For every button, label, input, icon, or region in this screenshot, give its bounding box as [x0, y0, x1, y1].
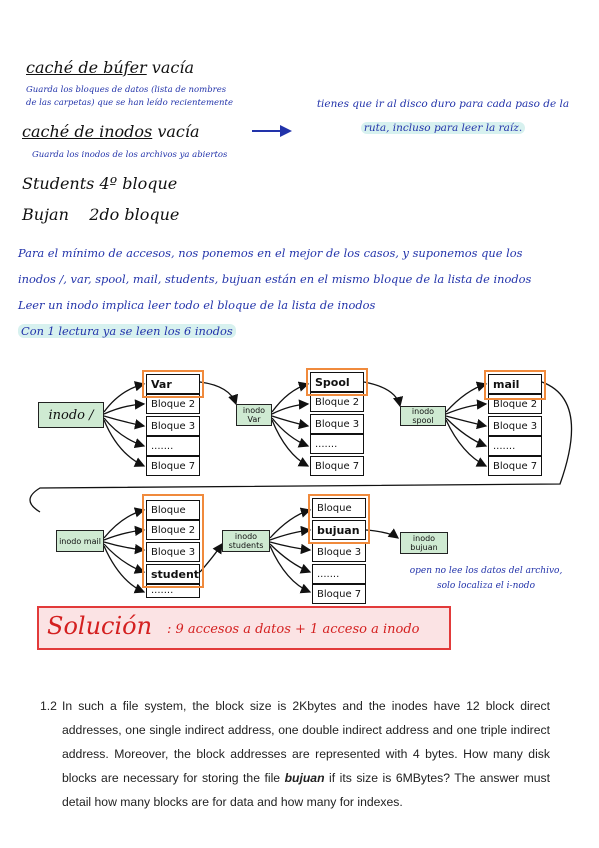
col3-block-dots: .......: [488, 436, 542, 456]
col3-block-1: mail: [488, 374, 542, 394]
question-number: 1.2: [40, 699, 57, 713]
col2-block-2: Bloque 2: [310, 392, 364, 412]
open-note: open no lee los datos del archivo, solo …: [386, 564, 586, 594]
question-block: 1.2 In such a file system, the block siz…: [40, 694, 550, 814]
col2-block-3: Bloque 3: [310, 414, 364, 434]
diagram-arrows: [29, 381, 573, 594]
disk-note-line-2: ruta, incluso para leer la raíz.: [360, 122, 526, 134]
inode-root-box: inodo /: [38, 402, 104, 428]
buffer-cache-heading: caché de búfer vacía: [26, 58, 194, 77]
inode-cache-title: caché de inodos: [22, 122, 153, 141]
bujan-line-name: Bujan: [22, 205, 69, 224]
paragraph-line-3: Leer un inodo implica leer todo el bloqu…: [18, 298, 376, 312]
highlight-students-blocks: [308, 494, 370, 544]
buffer-cache-desc-line-2: de las carpetas) que se han leído recien…: [26, 98, 233, 108]
question-text-before: In such a file system, the block size is…: [62, 699, 550, 785]
inode-cache-description: Guarda los inodos de los archivos ya abi…: [32, 150, 228, 160]
col5-block-bujuan: bujuan: [312, 520, 366, 540]
col1-block-dots: .......: [146, 436, 200, 456]
paragraph-line-4: Con 1 lectura ya se leen los 6 inodos: [18, 324, 236, 338]
inode-mail-box: inodo mail: [56, 530, 104, 552]
col4-block-students: students: [146, 564, 200, 584]
paragraph-line-2: inodos /, var, spool, mail, students, bu…: [18, 272, 532, 286]
explanation-paragraph: Para el mínimo de accesos, nos ponemos e…: [18, 240, 598, 344]
buffer-cache-description: Guarda los bloques de datos (lista de no…: [26, 84, 233, 110]
col2-block-1: Spool: [310, 372, 364, 392]
inode-cache-heading: caché de inodos vacía: [22, 122, 200, 141]
col1-block-3: Bloque 3: [146, 416, 200, 436]
highlight-mail-blocks: [142, 494, 204, 588]
inode-cache-state: vacía: [152, 122, 200, 141]
bujan-line: Bujan 2do bloque: [22, 205, 179, 224]
inode-var-box: inodo Var: [236, 404, 272, 426]
open-note-line-1: open no lee los datos del archivo,: [409, 566, 563, 576]
buffer-cache-state: vacía: [146, 58, 194, 77]
col5-block-7: Bloque 7: [312, 584, 366, 604]
arrow-right-icon: [252, 125, 292, 137]
question-file-name: bujuan: [284, 771, 325, 785]
inode-students-box: inodo students: [222, 530, 270, 552]
col5-block-1: Bloque: [312, 498, 366, 518]
disk-note: tienes que ir al disco duro para cada pa…: [298, 92, 588, 140]
open-note-line-2: solo localiza el i-nodo: [436, 581, 535, 591]
highlight-var: [142, 370, 204, 398]
disk-note-line-1: tienes que ir al disco duro para cada pa…: [316, 98, 570, 110]
col4-block-2: Bloque 2: [146, 520, 200, 540]
col1-block-7: Bloque 7: [146, 456, 200, 476]
buffer-cache-desc-line-1: Guarda los bloques de datos (lista de no…: [26, 85, 227, 95]
col4-block-1: Bloque: [146, 500, 200, 520]
col1-block-2: Bloque 2: [146, 394, 200, 414]
highlight-mail: [484, 370, 546, 400]
students-line: Students 4º bloque: [22, 174, 178, 193]
question-text: In such a file system, the block size is…: [62, 694, 550, 814]
col3-block-3: Bloque 3: [488, 416, 542, 436]
buffer-cache-title: caché de búfer: [26, 58, 147, 77]
bujan-line-rest: 2do bloque: [89, 205, 180, 224]
solution-box: Solución : 9 accesos a datos + 1 acceso …: [37, 606, 451, 650]
inode-bujuan-box: inodo bujuan: [400, 532, 448, 554]
solution-label: Solución: [47, 612, 153, 640]
col5-block-3: Bloque 3: [312, 542, 366, 562]
col1-block-1: Var: [146, 374, 200, 394]
question-text-after: if its size is 6MBytes? The answer must …: [62, 771, 551, 809]
col3-block-7: Bloque 7: [488, 456, 542, 476]
col2-block-7: Bloque 7: [310, 456, 364, 476]
col4-block-3: Bloque 3: [146, 542, 200, 562]
col2-block-dots: .......: [310, 434, 364, 454]
inode-spool-box: inodo spool: [400, 406, 446, 426]
highlight-spool: [306, 368, 368, 396]
solution-text: : 9 accesos a datos + 1 acceso a inodo: [167, 622, 420, 637]
paragraph-line-1: Para el mínimo de accesos, nos ponemos e…: [18, 246, 523, 260]
col5-block-dots: .......: [312, 564, 366, 584]
